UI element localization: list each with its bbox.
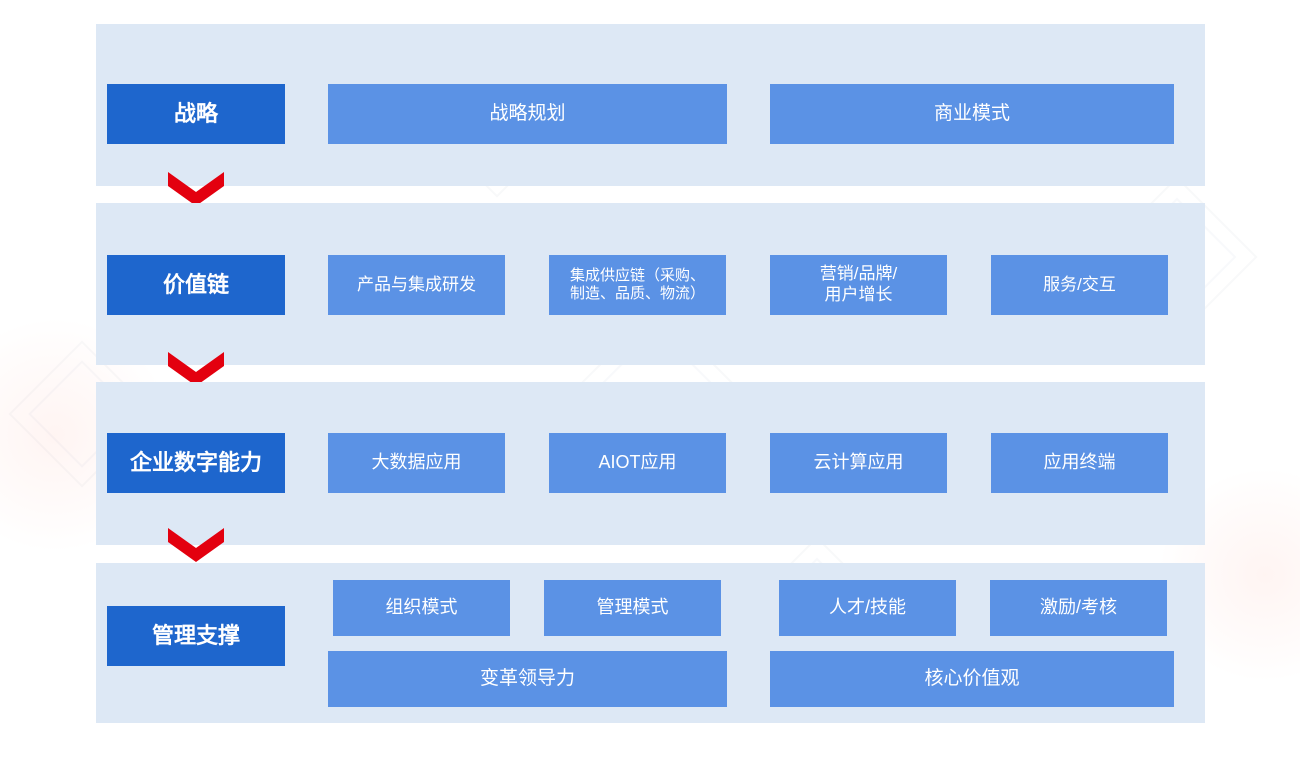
row-label-value-chain[interactable]: 价值链 [107,255,285,315]
row-item-digital-capability-0[interactable]: 大数据应用 [328,433,505,493]
row-item-management-support-1[interactable]: 管理模式 [544,580,721,636]
row-item-digital-capability-2[interactable]: 云计算应用 [770,433,947,493]
row-item-value-chain-2[interactable]: 营销/品牌/ 用户增长 [770,255,947,315]
row-item-strategy-1[interactable]: 商业模式 [770,84,1174,144]
row-item-value-chain-3[interactable]: 服务/交互 [991,255,1168,315]
row-item-management-support-4[interactable]: 变革领导力 [328,651,727,707]
row-label-digital-capability[interactable]: 企业数字能力 [107,433,285,493]
row-label-strategy[interactable]: 战略 [107,84,285,144]
row-item-value-chain-1[interactable]: 集成供应链（采购、 制造、品质、物流） [549,255,726,315]
row-item-management-support-3[interactable]: 激励/考核 [990,580,1167,636]
row-item-digital-capability-1[interactable]: AIOT应用 [549,433,726,493]
row-item-strategy-0[interactable]: 战略规划 [328,84,727,144]
row-item-management-support-0[interactable]: 组织模式 [333,580,510,636]
row-item-digital-capability-3[interactable]: 应用终端 [991,433,1168,493]
row-item-management-support-5[interactable]: 核心价值观 [770,651,1174,707]
row-label-management-support[interactable]: 管理支撑 [107,606,285,666]
row-item-management-support-2[interactable]: 人才/技能 [779,580,956,636]
row-item-value-chain-0[interactable]: 产品与集成研发 [328,255,505,315]
